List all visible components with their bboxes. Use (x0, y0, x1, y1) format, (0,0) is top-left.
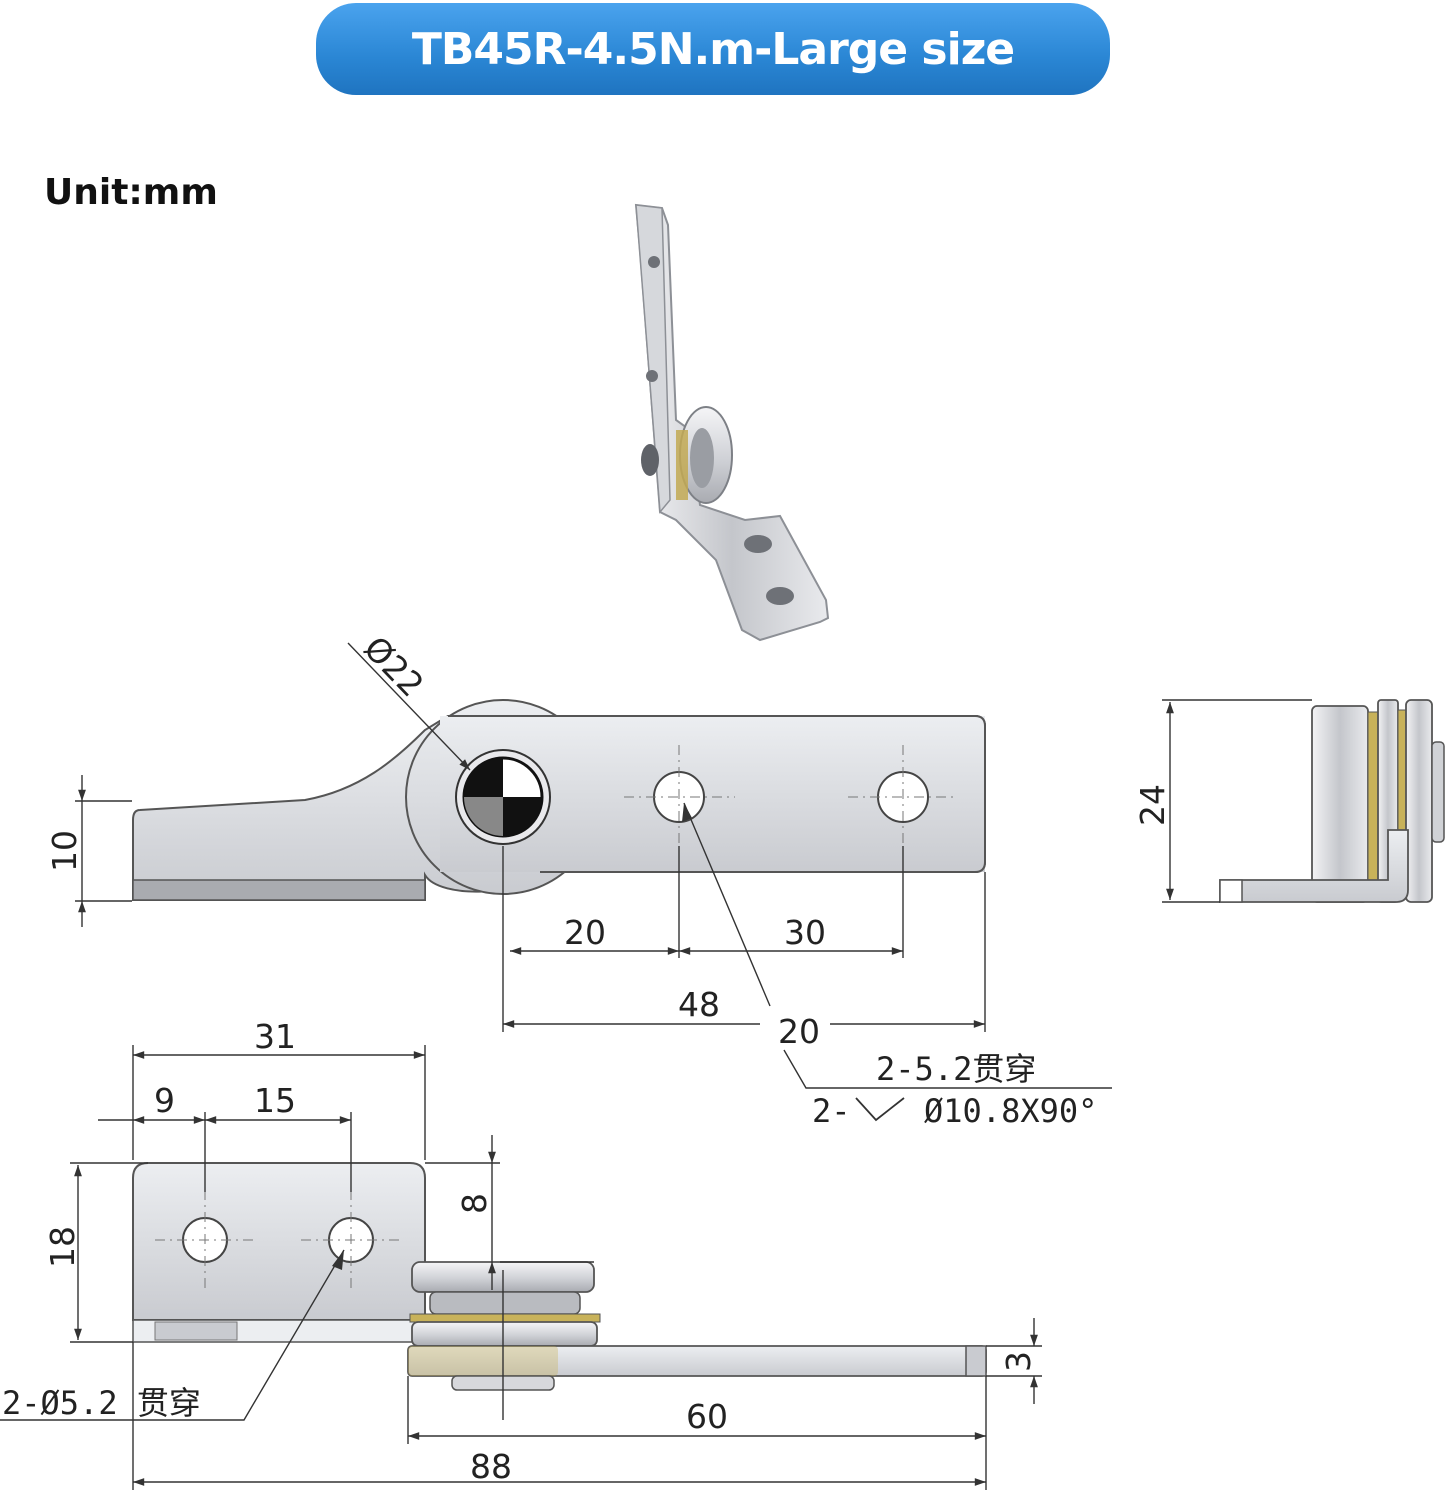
dim-hole-spacing-2: 30 (784, 913, 826, 952)
dim-plate-thickness: 3 (999, 1351, 1038, 1372)
dim-flap-height: 18 (43, 1226, 82, 1268)
dim-top-height: 10 (45, 830, 84, 872)
hole-note-through: 2-5.2贯穿 (876, 1050, 1036, 1088)
dim-flap-width: 31 (254, 1017, 296, 1056)
dim-pivot-to-end: 48 (678, 985, 720, 1024)
front-view (132, 1162, 987, 1391)
callout-ref: 20 (778, 1012, 820, 1051)
title-banner: TB45R-4.5N.m-Large size (316, 3, 1110, 95)
hole-note-countersink: Ø10.8X90° (924, 1092, 1097, 1130)
title-text: TB45R-4.5N.m-Large size (411, 23, 1015, 75)
dim-overall-length: 88 (470, 1447, 512, 1486)
top-view (132, 699, 986, 901)
dim-hole-offset: 8 (455, 1193, 494, 1214)
product-render (634, 203, 830, 642)
unit-label: Unit:mm (44, 172, 218, 213)
side-view (1219, 699, 1445, 903)
countersink-icon (855, 1097, 905, 1122)
dim-side-height: 24 (1133, 784, 1172, 826)
dim-hole-spacing-1: 20 (564, 913, 606, 952)
hole-note-prefix: 2- (812, 1092, 851, 1130)
dim-arm-length: 60 (686, 1397, 728, 1436)
dim-hub-diameter: Ø22 (356, 628, 431, 704)
dim-hole-spacing: 15 (254, 1081, 296, 1120)
dim-edge-to-hole: 9 (154, 1081, 175, 1120)
front-hole-note: 2-Ø5.2 贯穿 (2, 1384, 201, 1422)
